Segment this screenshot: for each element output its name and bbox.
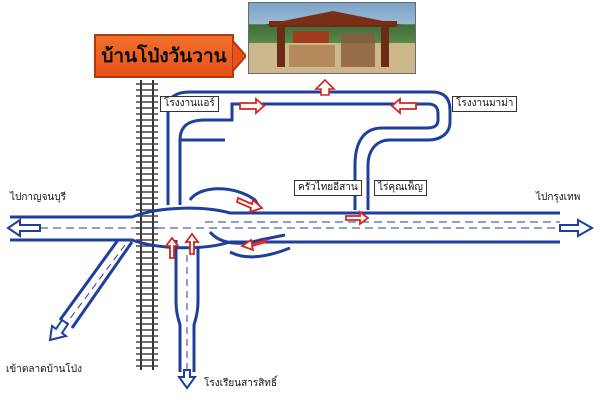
label-to-market: เข้าตลาดบ้านโป่ง <box>6 364 83 375</box>
railway-track <box>136 80 158 370</box>
loop-road <box>166 90 452 210</box>
south-road <box>174 240 200 372</box>
route-arrow-icon <box>345 210 370 226</box>
venue-title-banner: บ้านโป่งวันวาน <box>94 34 234 78</box>
route-arrow-icon <box>184 232 200 255</box>
label-to-kanchanaburi: ไปกาญจนบุรี <box>10 192 66 203</box>
market-road <box>58 239 134 329</box>
route-arrow-icon <box>164 236 180 259</box>
route-arrows <box>164 97 417 259</box>
route-arrow-icon <box>390 97 417 115</box>
label-to-bangkok: ไปกรุงเทพ <box>536 192 581 203</box>
label-ice-factory: โรงงานแอร์ <box>160 96 219 112</box>
label-khun-phen-farm: ไร่คุณเพ็ญ <box>374 180 427 196</box>
venue-title: บ้านโป่งวันวาน <box>101 45 227 67</box>
banner-arrow-icon <box>232 40 246 72</box>
label-mama-factory: โรงงานมาม่า <box>452 96 518 112</box>
arrow-south-icon <box>177 369 197 390</box>
arrow-west-icon <box>6 218 41 238</box>
route-arrow-icon <box>235 196 264 214</box>
label-thai-kitchen: ครัวไทยอีสาน <box>294 180 362 196</box>
interchange-roads <box>188 187 291 259</box>
arrow-east-icon <box>559 218 595 238</box>
arrow-market-icon <box>48 318 70 342</box>
label-school: โรงเรียนสารสิทธิ์ <box>204 378 277 389</box>
entrance-arrow-icon <box>314 78 336 96</box>
route-arrow-icon <box>240 238 267 252</box>
main-highway <box>10 206 560 250</box>
venue-photo <box>248 2 416 74</box>
route-arrow-icon <box>239 97 266 115</box>
